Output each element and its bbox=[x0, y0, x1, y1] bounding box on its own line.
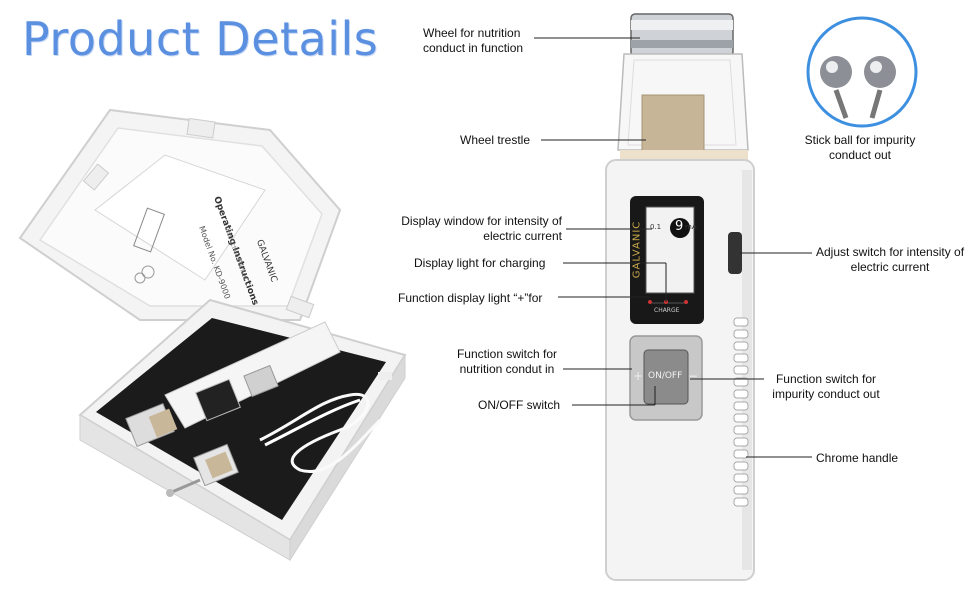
minus-switch[interactable]: − bbox=[688, 369, 699, 383]
callout-chrome: Chrome handle bbox=[816, 451, 899, 465]
stick-ball-inset bbox=[806, 16, 918, 128]
charge-label: CHARGE bbox=[654, 307, 680, 314]
callout-function-light: Function display light “+”for bbox=[398, 291, 543, 305]
callout-display-window: Display window for intensity of electric… bbox=[401, 214, 562, 243]
case-base bbox=[78, 298, 407, 562]
callout-onoff: ON/OFF switch bbox=[478, 398, 561, 412]
callout-trestle: Wheel trestle bbox=[460, 133, 531, 147]
device-body bbox=[605, 13, 755, 581]
display-small-value: 0.1 bbox=[650, 223, 662, 231]
callout-stick-ball: Stick ball for impurity conduct out bbox=[804, 133, 916, 162]
callout-switch-out: Function switch for impurity conduct out bbox=[772, 372, 880, 401]
display-unit: mA bbox=[685, 223, 697, 231]
plus-switch[interactable]: + bbox=[633, 369, 644, 383]
device-brand: GALVANIC bbox=[631, 220, 643, 279]
callout-adjust: Adjust switch for intensity of electric … bbox=[815, 245, 965, 274]
callout-display-light: Display light for charging bbox=[414, 256, 546, 270]
page-title: Product Details bbox=[22, 12, 379, 66]
display-value: 9 bbox=[675, 219, 684, 234]
callout-lines bbox=[534, 37, 812, 458]
case-lid bbox=[18, 108, 342, 321]
callout-switch-in: Function switch for nutrition condut in bbox=[456, 347, 558, 376]
onoff-button[interactable]: ON/OFF bbox=[648, 371, 683, 381]
callout-wheel: Wheel for nutrition conduct in function bbox=[423, 26, 524, 55]
